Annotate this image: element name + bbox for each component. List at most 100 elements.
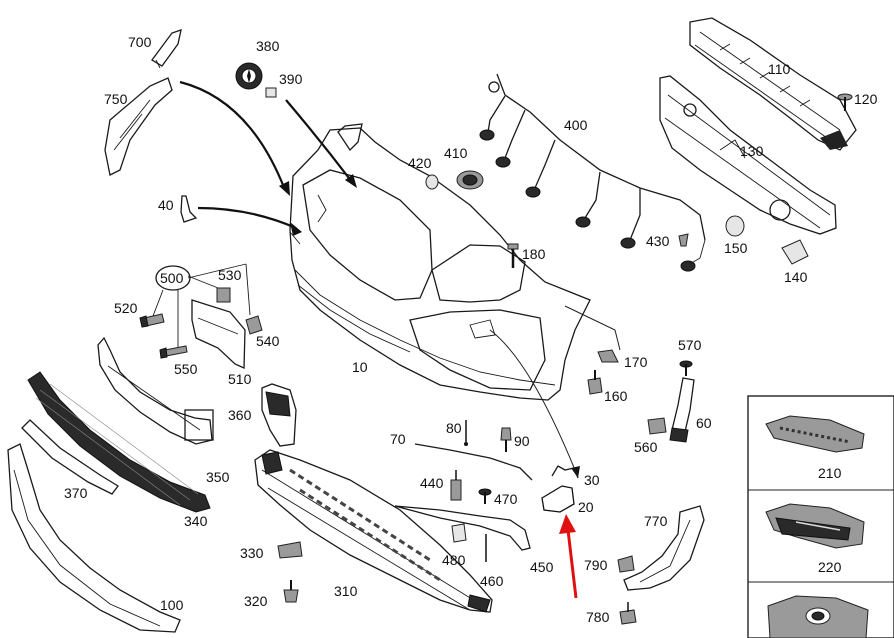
callout-390: 390 [279,71,303,87]
callout-180: 180 [522,246,546,262]
part-inset-third [767,595,869,638]
part-210-grille [765,415,865,453]
callout-450: 450 [530,559,554,575]
part-130-absorber [659,75,837,235]
callout-440: 440 [420,475,444,491]
callout-550: 550 [174,361,198,377]
callout-410: 410 [444,145,468,161]
callout-340: 340 [184,513,208,529]
part-20-tow-hook-cover[interactable] [541,485,575,513]
callout-330: 330 [240,545,264,561]
part-380-emblem [235,62,263,90]
callout-210: 210 [818,465,842,481]
callout-380: 380 [256,38,280,54]
callout-350: 350 [206,469,230,485]
callout-110: 110 [768,61,791,77]
part-540-clip [245,315,263,335]
part-480-clip [451,523,467,543]
callout-60: 60 [696,415,712,431]
part-100-trim [7,443,181,633]
part-330-clip [277,541,303,559]
callout-480: 480 [442,552,466,568]
part-310-lower-absorber [254,449,493,613]
part-60-bracket [669,377,695,443]
part-370-strip [21,419,119,495]
part-430-clip [678,233,689,247]
callout-360: 360 [228,407,252,423]
part-30-bracket [551,465,579,479]
part-570-screw [679,360,693,376]
callout-400: 400 [564,117,588,133]
part-780-screw [619,602,637,625]
front-bumper-cover [289,123,591,401]
part-400-wiring-harness [479,73,706,272]
part-110-impact-beam [689,17,857,151]
part-160-screw [587,370,603,395]
part-560-clip [647,417,667,435]
part-220-grille [765,503,865,549]
callout-540: 540 [256,333,280,349]
callout-10: 10 [352,359,368,375]
callout-30: 30 [584,472,600,488]
callout-90: 90 [514,433,530,449]
callout-20: 20 [578,499,594,515]
part-790-clip [617,555,635,573]
part-360-bracket [261,383,297,447]
callout-510: 510 [228,371,252,387]
callout-770: 770 [644,513,668,529]
callout-470: 470 [494,491,518,507]
part-700-trim [151,29,182,69]
part-40-bracket [180,195,198,223]
callout-170: 170 [624,354,648,370]
callout-500: 500 [160,270,184,286]
part-510-bracket [191,299,246,369]
part-390-clip [265,87,277,98]
part-180-bolt [507,243,519,268]
callout-520: 520 [114,300,138,316]
callout-130: 130 [740,143,764,159]
callout-320: 320 [244,593,268,609]
callout-700: 700 [128,34,152,50]
part-470-screw [478,488,492,504]
part-120-bolt [837,93,853,111]
callout-80: 80 [446,420,462,436]
callout-530: 530 [218,267,242,283]
part-530-nut [216,287,231,303]
callout-labels: 700 380 390 750 110 120 400 130 420 410 … [64,34,878,625]
callout-140: 140 [784,269,808,285]
part-320-screw [283,580,299,603]
part-80-90-pins [464,420,512,452]
part-520-bolt [139,313,165,328]
part-170-clip [597,349,619,363]
callout-370: 370 [64,485,88,501]
part-750-headlamp-trim [104,77,173,176]
part-500-group [152,263,251,348]
part-450-strip [394,505,531,551]
part-550-bolt [159,345,188,359]
part-440-plug [450,470,462,501]
part-770-bracket [623,505,705,591]
callout-430: 430 [646,233,670,249]
callout-570: 570 [678,337,702,353]
inset-panel [747,395,894,638]
callout-160: 160 [604,388,628,404]
callout-750: 750 [104,91,128,107]
callout-560: 560 [634,439,658,455]
callout-780: 780 [586,609,610,625]
part-410-sensor [456,170,484,190]
part-340-grille [27,371,211,513]
callout-310: 310 [334,583,358,599]
callout-120: 120 [854,91,878,107]
callout-100: 100 [160,597,184,613]
red-indicator-arrow [559,514,578,599]
assembly-leader-lines [179,80,621,478]
callout-420: 420 [408,155,432,171]
part-150-cap [725,215,745,237]
callout-40: 40 [158,197,174,213]
callout-220: 220 [818,559,842,575]
part-70-wire [414,443,533,481]
callout-70: 70 [390,431,406,447]
callout-790: 790 [584,557,608,573]
